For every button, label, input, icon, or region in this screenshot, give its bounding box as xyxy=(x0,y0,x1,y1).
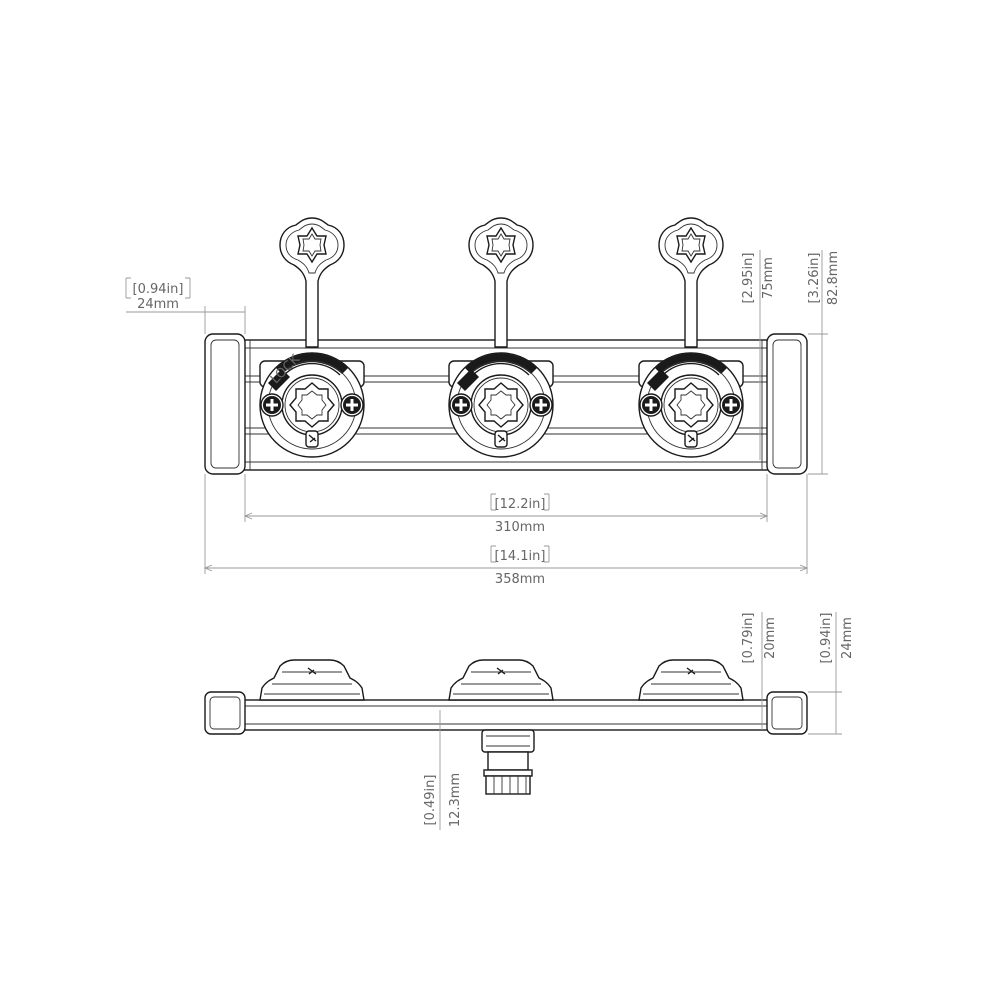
center-stud xyxy=(439,710,535,795)
dim-mount-height: [0.79in] 20mm xyxy=(741,612,778,730)
dim-end-cap-mm: 24mm xyxy=(137,297,179,312)
dim-end-cap-inches: [0.94in] xyxy=(133,282,184,297)
dim-leash-height: [2.95in] 75mm xyxy=(741,250,776,460)
mount-side-left xyxy=(259,659,365,701)
mount-side-right xyxy=(638,659,744,701)
dim-total-length-mm: 358mm xyxy=(495,572,545,587)
dim-total-length: [14.1in] 358mm xyxy=(203,474,809,587)
dim-total-length-inches: [14.1in] xyxy=(495,549,546,564)
dim-total-height-mm: 82.8mm xyxy=(826,251,841,305)
dim-stud-length-mm: 12.3mm xyxy=(448,773,463,827)
dim-rail-length-mm: 310mm xyxy=(495,520,545,535)
end-cap-side-left xyxy=(204,691,246,735)
dim-cap-height-inches: [0.94in] xyxy=(819,613,834,664)
dim-end-cap: [0.94in] 24mm xyxy=(125,277,246,334)
dim-total-height-inches: [3.26in] xyxy=(807,253,822,304)
mount-side-center xyxy=(448,659,554,701)
dim-stud-length: [0.49in] 12.3mm xyxy=(423,770,463,830)
dim-leash-height-inches: [2.95in] xyxy=(741,253,756,304)
dim-rail-length-inches: [12.2in] xyxy=(495,497,546,512)
dim-cap-height: [0.94in] 24mm xyxy=(808,612,855,735)
end-cap-side-right xyxy=(766,691,808,735)
dim-leash-height-mm: 75mm xyxy=(761,257,776,299)
mount-right xyxy=(638,217,744,458)
dim-total-height: [3.26in] 82.8mm xyxy=(807,250,841,475)
end-cap-right xyxy=(766,333,808,475)
dim-stud-length-inches: [0.49in] xyxy=(423,775,438,826)
mount-left xyxy=(259,217,365,458)
dim-mount-height-inches: [0.79in] xyxy=(741,613,756,664)
dim-rail-length: [12.2in] 310mm xyxy=(243,474,769,535)
side-view: [0.79in] 20mm [0.94in] 24mm [0.49in] 12.… xyxy=(204,612,855,830)
top-view: LOCK [0.94in] 24mm [2.95in] 75mm [3.26in… xyxy=(125,217,841,587)
rail-side xyxy=(243,699,769,731)
mount-center xyxy=(448,217,554,458)
end-cap-left xyxy=(204,333,246,475)
dim-cap-height-mm: 24mm xyxy=(840,617,855,659)
dim-mount-height-mm: 20mm xyxy=(763,617,778,659)
